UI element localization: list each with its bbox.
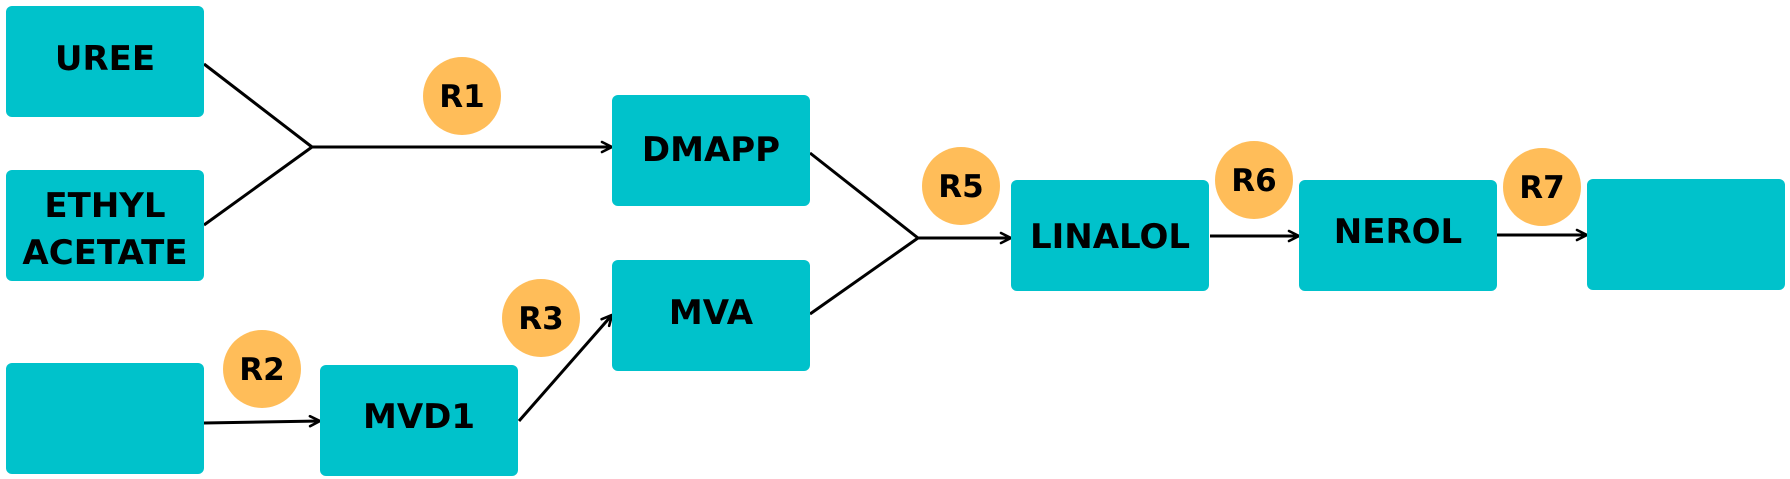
reaction-r1-label: R1 — [439, 79, 484, 115]
reaction-r2: R2 — [223, 330, 301, 408]
node-ethyl-acetate-label-line1: ETHYL — [44, 186, 165, 226]
reaction-r6: R6 — [1215, 141, 1293, 219]
edge-ethyl-acetate-to-merge — [203, 145, 313, 227]
node-linalol: LINALOL — [1011, 180, 1209, 291]
node-dmapp: DMAPP — [612, 95, 810, 206]
arrow-start-to-mvd1 — [203, 414, 322, 428]
node-mva-label: MVA — [669, 293, 754, 333]
arrow-mvd1-to-mva — [517, 313, 614, 422]
reaction-r5-label: R5 — [938, 169, 983, 205]
edge-uree-to-merge — [203, 62, 313, 149]
edge-dmapp-to-merge — [809, 151, 919, 240]
reaction-r5: R5 — [922, 147, 1000, 225]
node-mvd1: MVD1 — [320, 365, 518, 476]
node-ethyl-acetate: ETHYL ACETATE — [6, 170, 204, 281]
node-mva: MVA — [612, 260, 810, 371]
node-unlabeled-end — [1587, 179, 1785, 290]
edge-mva-to-merge — [809, 236, 919, 316]
node-unlabeled-start — [6, 363, 204, 474]
reaction-r3: R3 — [502, 279, 580, 357]
reaction-r7-label: R7 — [1519, 170, 1564, 206]
reaction-r7: R7 — [1503, 148, 1581, 226]
reaction-r2-label: R2 — [239, 352, 284, 388]
node-uree: UREE — [6, 6, 204, 117]
node-linalol-label: LINALOL — [1030, 217, 1190, 257]
reaction-r6-label: R6 — [1231, 163, 1276, 199]
node-mvd1-label: MVD1 — [363, 397, 475, 437]
node-nerol-label: NEROL — [1334, 212, 1462, 252]
node-nerol: NEROL — [1299, 180, 1497, 291]
node-uree-label: UREE — [55, 39, 155, 79]
node-dmapp-label: DMAPP — [642, 130, 780, 170]
reaction-r3-label: R3 — [518, 301, 563, 337]
node-ethyl-acetate-label-line2: ACETATE — [22, 233, 187, 273]
reaction-r1: R1 — [423, 57, 501, 135]
edges — [203, 62, 1589, 428]
